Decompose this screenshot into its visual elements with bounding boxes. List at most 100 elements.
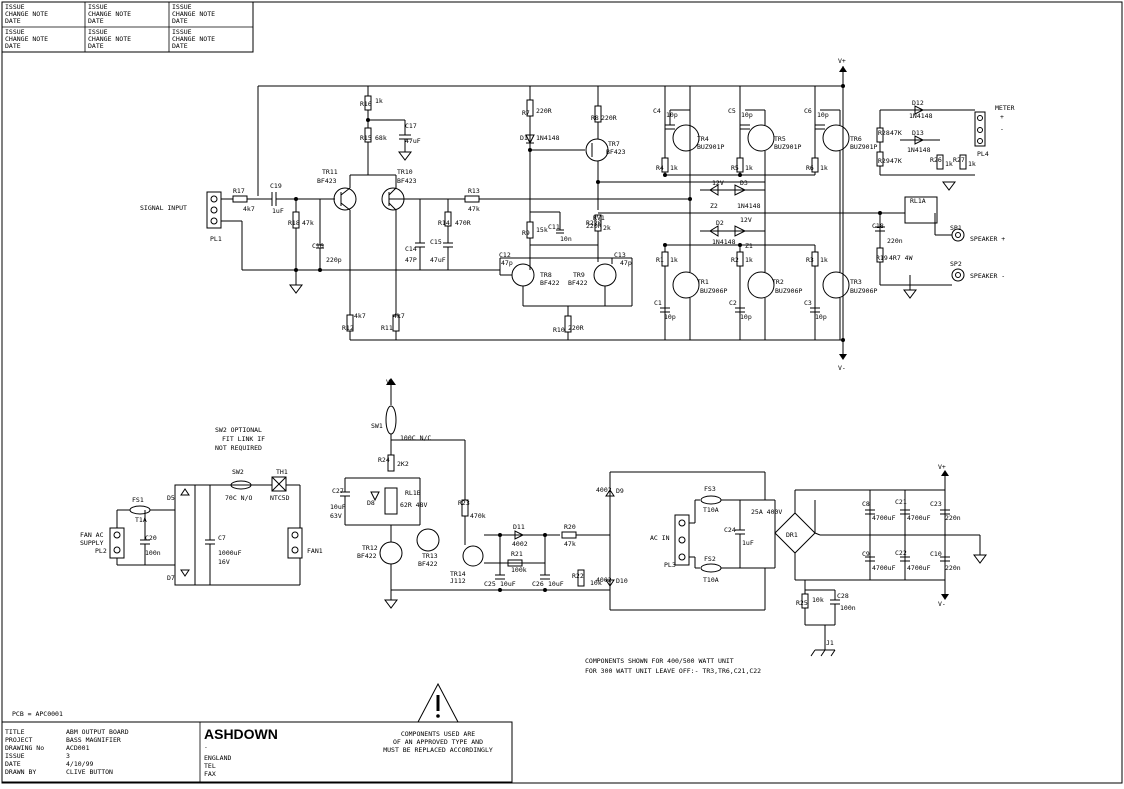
- transistor-tr11-icon: [333, 187, 357, 211]
- diode-d8-icon: [370, 491, 380, 502]
- d11-label: D11: [513, 523, 525, 531]
- part-ref-r1: R1: [656, 256, 664, 264]
- r20-value: 47k: [564, 540, 576, 548]
- part-value-c14: 47P: [405, 256, 417, 264]
- part-value-c16: 220p: [326, 256, 342, 264]
- c8-value: 4700uF: [872, 514, 896, 522]
- part-ref-c17: C17: [405, 122, 417, 130]
- title-label: TITLE: [5, 728, 25, 736]
- c26-label: C26: [532, 580, 544, 588]
- transistor-tr8-icon: [511, 263, 535, 287]
- d5-label: D5: [167, 494, 175, 502]
- mosfet-tr6-icon: [822, 124, 850, 152]
- part-ref-r15: R15: [360, 134, 372, 142]
- fan-ac-label: FAN AC: [80, 531, 104, 539]
- c25-label: C25: [484, 580, 496, 588]
- part-value-z1: 12V: [740, 216, 752, 224]
- warning-notice: COMPONENTS USED ARE OF AN APPROVED TYPE …: [383, 682, 493, 754]
- part-value-r8: 220R: [601, 114, 617, 122]
- part-value-tr8: BF422: [540, 279, 560, 287]
- part-ref-c19: C19: [270, 182, 282, 190]
- drawing-label: DRAWING No: [5, 744, 44, 752]
- revision-cell-text: ISSUE: [172, 3, 192, 11]
- warning-line-1: COMPONENTS USED ARE: [401, 730, 475, 738]
- sw1-value: 100C N/C: [400, 434, 431, 442]
- c7-voltage: 16V: [218, 558, 230, 566]
- part-ref-r18: R18: [288, 219, 300, 227]
- part-ref-rv1: RV1: [593, 214, 605, 222]
- c28-value: 100n: [840, 604, 856, 612]
- part-ref-r28: R28: [878, 129, 890, 137]
- transistor-tr13-icon: [416, 528, 440, 552]
- tr12-label: TR12: [362, 544, 378, 552]
- mosfet-tr2-icon: [747, 271, 775, 299]
- revision-cell-text: ISSUE: [5, 28, 25, 36]
- part-value-c15: 47uF: [430, 256, 446, 264]
- title-block: TITLE ABM OUTPUT BOARD PROJECT BASS MAGN…: [1, 721, 513, 783]
- fan1-connector: [287, 527, 303, 559]
- part-value-tr1: BUZ906P: [700, 287, 727, 295]
- c21-value: 4700uF: [907, 514, 931, 522]
- part-ref-c16: C16: [312, 242, 324, 250]
- thermal-switch-sw1-icon: [385, 405, 397, 435]
- part-value-c3: 10p: [815, 313, 827, 321]
- part-value-c4: 10p: [666, 111, 678, 119]
- fs3-value: T10A: [703, 506, 719, 514]
- part-ref-tr1: TR1: [697, 278, 709, 286]
- pl1-connector: [206, 191, 222, 229]
- diode-d10-icon: [605, 579, 615, 587]
- speaker-sp2-terminal: [951, 268, 965, 282]
- revision-cell-text: DATE: [5, 17, 21, 25]
- jfet-tr14-icon: [462, 545, 484, 567]
- drawn-label: DRAWN BY: [5, 768, 36, 776]
- meter-label: METER: [995, 104, 1015, 112]
- c7-label: C7: [218, 534, 226, 542]
- ground-icon: [398, 151, 412, 161]
- part-value-rv1: 2k: [603, 224, 611, 232]
- part-ref-r17: R17: [233, 187, 245, 195]
- vminus-arrow-icon: [941, 594, 949, 600]
- part-ref-r9: R9: [522, 229, 530, 237]
- part-value-z2: 12V: [712, 179, 724, 187]
- part-ref-r12: R12: [342, 324, 354, 332]
- part-value-d3: 1N4148: [737, 202, 761, 210]
- d9-label: D9: [616, 487, 624, 495]
- part-ref-c5: C5: [728, 107, 736, 115]
- revision-cell-text: ISSUE: [88, 28, 108, 36]
- pl3-label: PL3: [664, 561, 676, 569]
- vminus-label-psu: V-: [938, 600, 946, 608]
- part-ref-tr5: TR5: [774, 135, 786, 143]
- c22-label: C22: [895, 549, 907, 557]
- revision-cell-text: ISSUE: [5, 3, 25, 11]
- part-ref-r2: R2: [731, 256, 739, 264]
- part-ref-c3: C3: [804, 299, 812, 307]
- part-ref-tr3: TR3: [850, 278, 862, 286]
- dr1-label: DR1: [786, 531, 798, 539]
- note-line-1: COMPONENTS SHOWN FOR 400/500 WATT UNIT: [585, 657, 734, 665]
- dr1-value: 25A 400V: [751, 508, 782, 516]
- tr14-value: J112: [450, 577, 466, 585]
- part-value-c2: 10p: [740, 313, 752, 321]
- d7-label: D7: [167, 574, 175, 582]
- speaker-sp1-terminal: [951, 228, 965, 242]
- part-ref-tr9: TR9: [573, 271, 585, 279]
- revision-cell-text: CHANGE NOTE: [172, 35, 215, 43]
- vplus-arrow-icon: [941, 470, 949, 476]
- d8-label: D8: [367, 499, 375, 507]
- part-ref-r7: R7: [522, 109, 530, 117]
- part-value-c5: 10p: [741, 111, 753, 119]
- company-dot: .: [204, 742, 208, 750]
- pl4-connector: [974, 111, 986, 147]
- vminus-arrow-icon: [839, 354, 847, 360]
- c20-label: C20: [145, 534, 157, 542]
- r24-label: R24: [378, 456, 390, 464]
- issue-value: 3: [66, 752, 70, 760]
- drawn-value: CLIVE BUTTON: [66, 768, 113, 776]
- company-tel: TEL: [204, 762, 216, 770]
- part-value-c13: 47p: [620, 259, 632, 267]
- r20-label: R20: [564, 523, 576, 531]
- r25-value: 10k: [812, 596, 824, 604]
- part-value-r14: 470R: [455, 219, 471, 227]
